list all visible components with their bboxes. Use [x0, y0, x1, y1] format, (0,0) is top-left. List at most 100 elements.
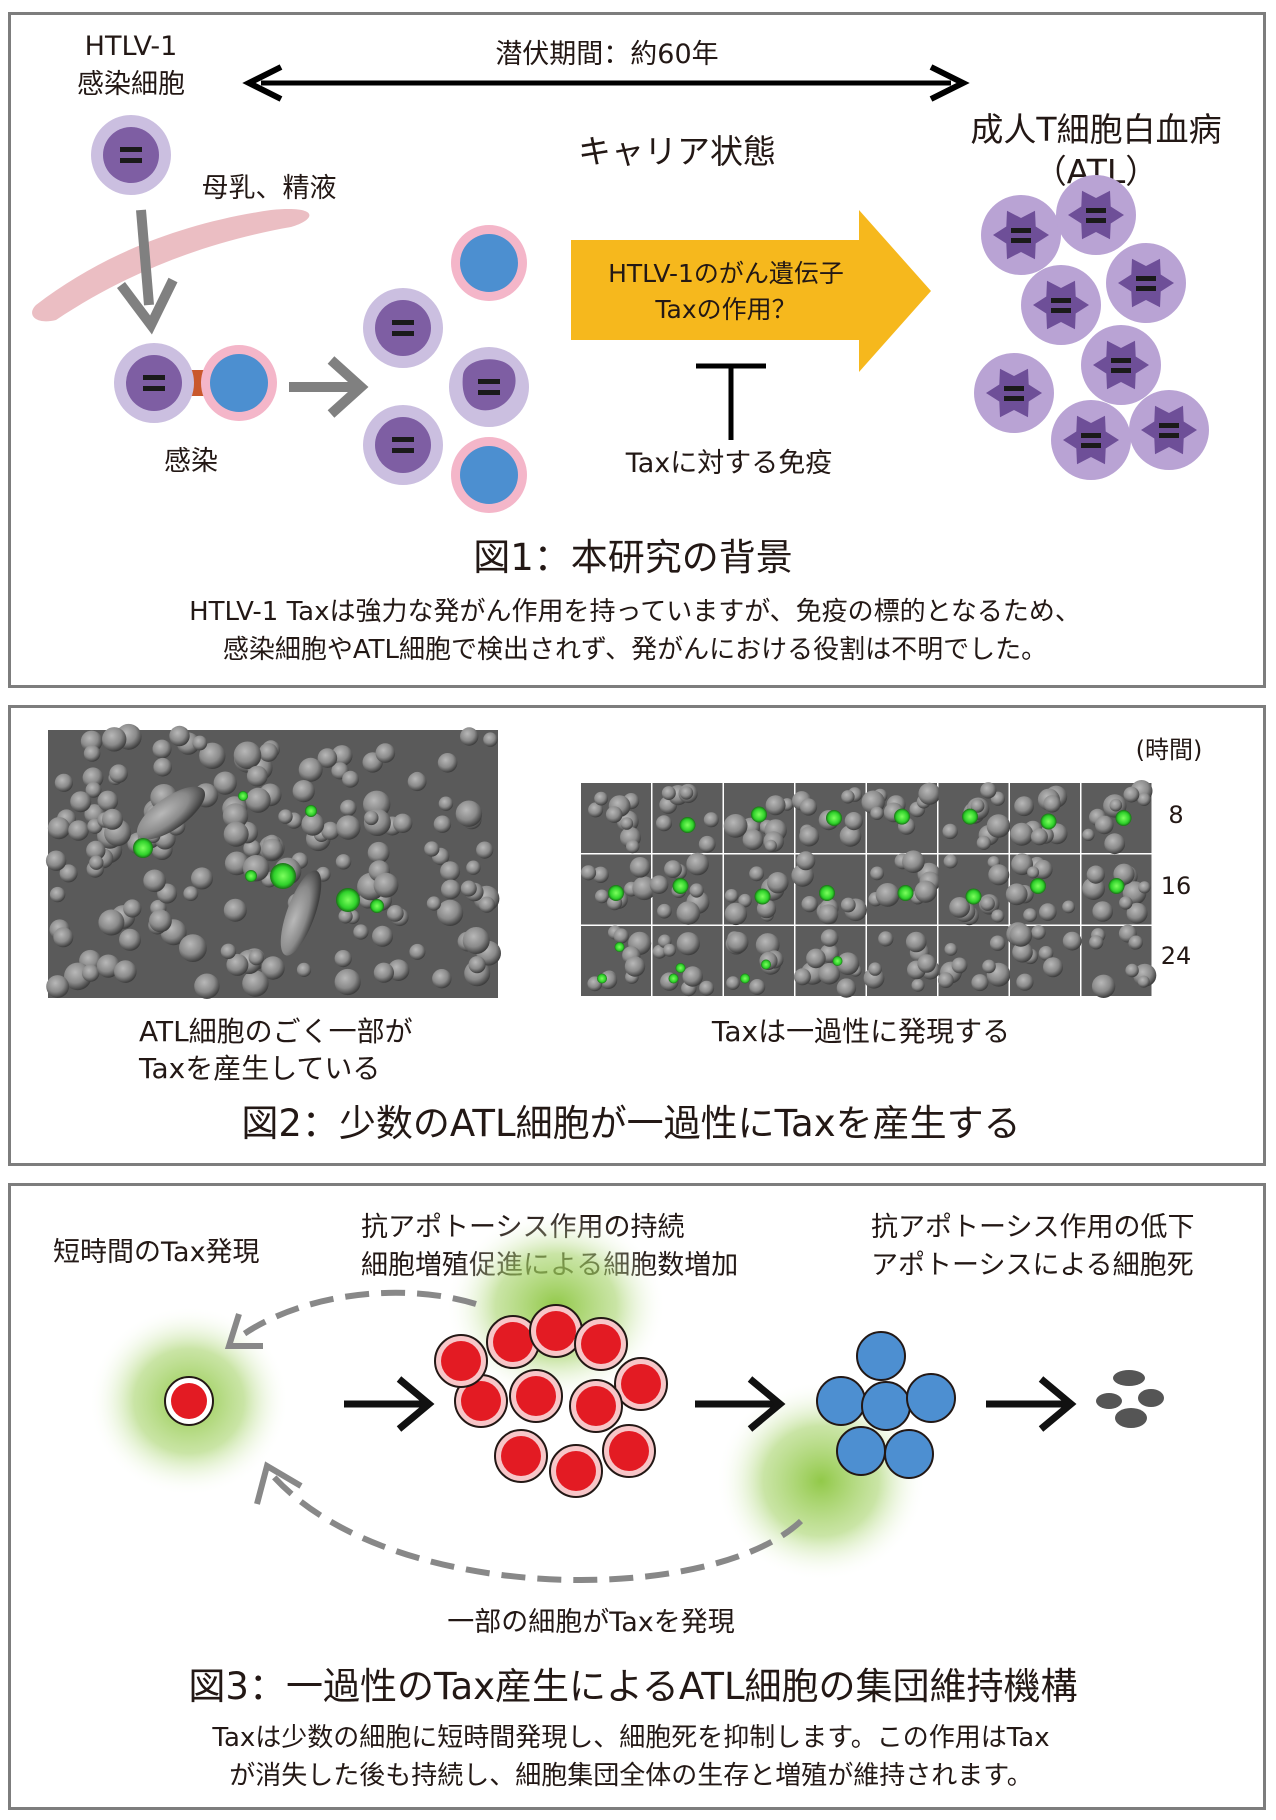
tax-positive-cell — [305, 805, 317, 817]
micro-cell — [179, 934, 207, 962]
micro-cell — [194, 973, 220, 999]
time-lapse-grid — [580, 780, 1157, 998]
micro-cell — [220, 943, 237, 959]
micro-cell — [292, 780, 315, 803]
infection-label: 感染 — [164, 446, 218, 477]
micro-cell — [317, 748, 338, 768]
arrow-icon — [986, 1376, 1077, 1432]
arrow-icon — [344, 1376, 435, 1432]
time-lapse-frame — [863, 926, 940, 996]
red-cell — [614, 1357, 668, 1411]
micro-cell — [102, 808, 123, 830]
micro-cell — [373, 962, 394, 983]
atl-label-1: 成人T細胞白血病 — [970, 110, 1221, 149]
feedback-arrow-bottom — [254, 1461, 804, 1583]
micro-cell — [80, 730, 103, 753]
atl-cell — [974, 353, 1054, 433]
micro-cell — [393, 813, 413, 833]
time-lapse-frame — [1010, 783, 1080, 853]
micro-cell — [460, 880, 477, 897]
tax-positive-cell — [336, 888, 360, 912]
spread-arrow — [289, 356, 369, 418]
micro-cell — [114, 960, 137, 983]
hours-label: (時間) — [1136, 736, 1203, 764]
red-cell — [549, 1444, 603, 1498]
time-lapse-frame — [652, 783, 723, 853]
micro-cell — [261, 956, 285, 980]
tax-positive-cell — [754, 888, 771, 905]
micro-cell — [455, 800, 483, 827]
micro-cell — [86, 840, 106, 861]
micro-cell — [298, 757, 323, 782]
micro-cell — [119, 928, 141, 951]
atl-cells — [974, 175, 1209, 480]
micro-cell — [222, 803, 249, 829]
blue-cell — [856, 1331, 906, 1381]
micro-cell — [243, 839, 261, 858]
micro-cell — [372, 925, 393, 947]
feedback-arrow-top — [224, 1289, 477, 1349]
micro-cell — [258, 742, 278, 762]
micro-cell — [342, 770, 359, 788]
transmission-arrow — [117, 209, 178, 335]
time-lapse-frame — [581, 783, 651, 854]
fig2-right-caption: Taxは一過性に発現する — [711, 1015, 1010, 1048]
blue-cell — [836, 1426, 886, 1476]
tax-positive-cell — [245, 870, 257, 882]
oncogene-label-1: HTLV-1のがん遺伝子 — [608, 259, 844, 288]
time-lapse-frame — [1081, 854, 1152, 925]
figure2-title: 図2：少数のATL細胞が一過性にTaxを産生する — [241, 1102, 1020, 1145]
hour-16: 16 — [1161, 872, 1192, 900]
tax-positive-cell — [751, 806, 767, 823]
atl-cell — [1021, 265, 1101, 345]
blue-cell — [906, 1373, 956, 1423]
micro-cell — [321, 821, 340, 840]
micro-cell — [437, 899, 464, 926]
micro-cell — [70, 791, 92, 813]
micro-cell — [246, 765, 268, 787]
figure1-diagram: HTLV-1 感染細胞 潜伏期間：約60年 キャリア状態 成人T細胞白血病 （A… — [32, 31, 1222, 665]
latency-arrow — [242, 64, 970, 102]
time-lapse-frame — [580, 854, 657, 925]
micro-cell — [199, 742, 226, 769]
atl-cell — [1081, 325, 1161, 405]
micro-cell — [97, 790, 119, 812]
time-lapse-frame — [792, 783, 866, 853]
figure2-panel: (時間) 8 16 24 ATL細胞のごく一部が Taxを産生している Taxは… — [8, 705, 1266, 1166]
time-lapse-frame — [723, 783, 794, 853]
micro-cell — [438, 796, 454, 811]
infection-pair — [114, 343, 277, 423]
atl-cell — [981, 195, 1061, 275]
micro-cell — [476, 841, 494, 859]
micro-cell — [226, 953, 249, 976]
micro-cell — [81, 964, 100, 982]
red-cell — [434, 1334, 488, 1388]
red-cell — [454, 1374, 508, 1428]
micro-cell — [83, 745, 101, 762]
tax-positive-cell — [819, 885, 835, 901]
micro-cell — [47, 817, 71, 840]
time-lapse-frame — [861, 782, 941, 853]
micro-cell — [468, 956, 486, 974]
micro-cell — [49, 886, 66, 903]
micro-cell — [136, 786, 206, 840]
figure1-panel: HTLV-1 感染細胞 潜伏期間：約60年 キャリア状態 成人T細胞白血病 （A… — [8, 12, 1266, 688]
micro-cell — [409, 943, 426, 960]
micro-cell — [98, 909, 125, 936]
micro-cell — [338, 909, 353, 924]
figure1-title: 図1：本研究の背景 — [473, 536, 793, 579]
micro-cell — [424, 841, 440, 857]
micro-cell — [336, 815, 361, 840]
tax-positive-cell — [1040, 813, 1057, 830]
micro-cell — [340, 799, 357, 817]
micro-cell — [278, 809, 293, 824]
infected-label-2: 感染細胞 — [77, 69, 185, 100]
red-cell — [529, 1304, 583, 1358]
micro-cell — [143, 869, 166, 893]
red-cell — [602, 1424, 656, 1478]
micro-cell — [224, 851, 249, 876]
blue-cell — [816, 1376, 866, 1426]
oncogene-label-2: Taxの作用？ — [654, 295, 796, 324]
atl-cell — [1129, 390, 1209, 470]
infected-cell — [91, 115, 171, 195]
